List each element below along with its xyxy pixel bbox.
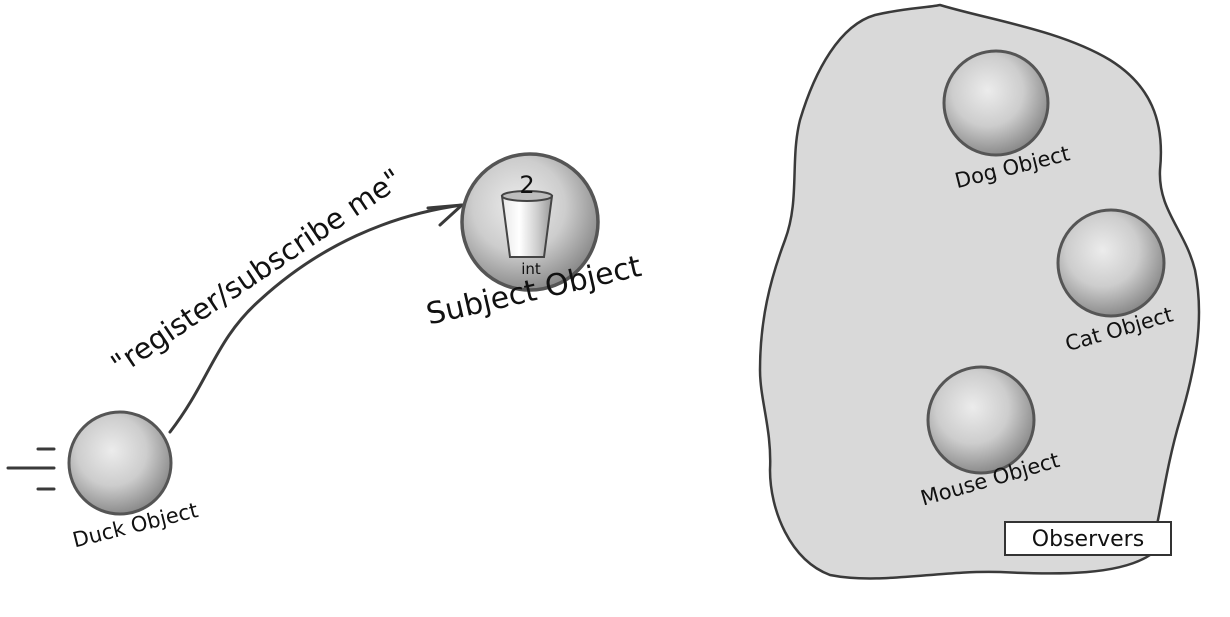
mouse-sphere: [926, 365, 1036, 475]
arrow-icon: [168, 203, 467, 434]
observers-region: [758, 3, 1201, 580]
dog-sphere: [942, 49, 1050, 157]
observers-label: Observers: [1032, 527, 1144, 552]
arrow-message-label: "register/subscribe me": [105, 162, 408, 382]
subject-value: 2: [519, 171, 534, 199]
duck-sphere: [67, 410, 173, 516]
observers-label-box: Observers: [1004, 521, 1172, 556]
cat-sphere: [1056, 208, 1166, 318]
motion-lines-icon: [6, 447, 56, 491]
cup-icon: [500, 190, 554, 258]
duck-object: [67, 410, 173, 516]
subject-type-label: int: [521, 260, 541, 278]
subject-object: 2 int: [460, 152, 600, 292]
